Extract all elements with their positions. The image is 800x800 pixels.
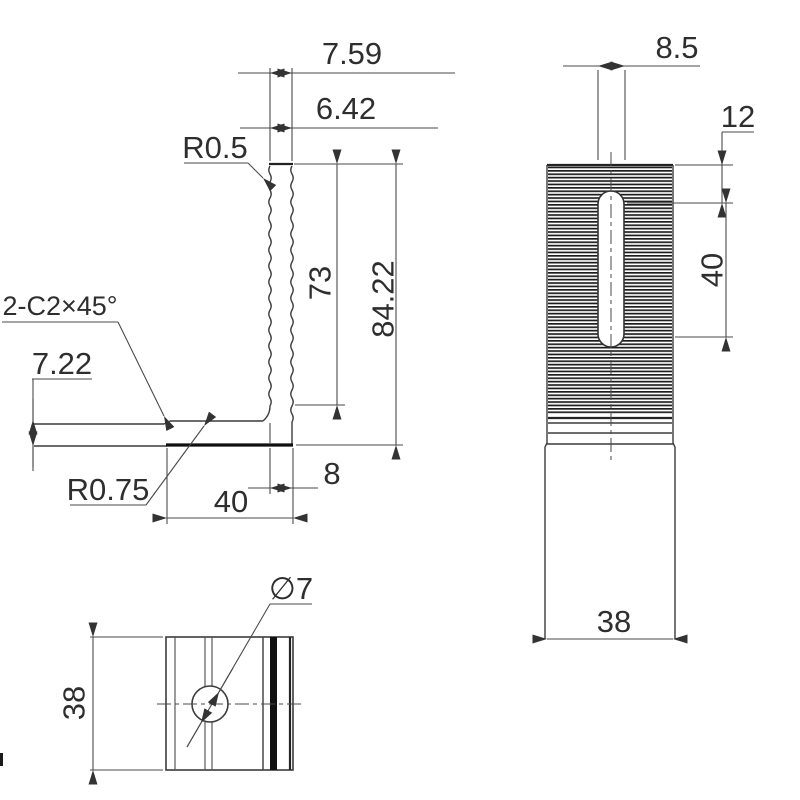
dim-label-serration-radius: R0.5 bbox=[182, 130, 247, 165]
wall-right-serrated-edge bbox=[290, 165, 294, 444]
arrow bbox=[207, 667, 234, 707]
side-view: 7.59 6.42 R0.5 73 84.22 2-C2×45° 7.22 R0… bbox=[2, 36, 455, 524]
dim-label-plate-thickness: 7.22 bbox=[32, 346, 92, 381]
leader-arrow bbox=[117, 321, 175, 432]
front-left-edge bbox=[544, 165, 548, 639]
dim-label-top-width-outer: 7.59 bbox=[322, 36, 382, 71]
dim-label-inner-fillet: R0.75 bbox=[67, 472, 150, 507]
dim-label-overall-height: 84.22 bbox=[366, 260, 401, 338]
scan-edge-artifact bbox=[0, 753, 3, 766]
front-view: 8.5 12 40 38 bbox=[532, 30, 755, 644]
leader-arrow bbox=[247, 162, 277, 192]
top-view: ∅7 38 bbox=[57, 571, 313, 785]
dim-label-slot-length: 40 bbox=[695, 253, 730, 287]
dim-label-slot-top-offset: 12 bbox=[721, 99, 755, 134]
leader-arrow bbox=[145, 411, 217, 506]
dim-label-top-width-inner: 6.42 bbox=[316, 91, 376, 126]
dim-label-hole-diameter: ∅7 bbox=[269, 571, 313, 606]
front-right-edge bbox=[672, 165, 676, 639]
dim-label-foot-length: 40 bbox=[214, 484, 248, 519]
arrow bbox=[186, 708, 213, 748]
dim-label-wall-height: 73 bbox=[303, 266, 338, 300]
dim-label-chamfer-note: 2-C2×45° bbox=[2, 291, 117, 321]
dim-label-overall-width: 38 bbox=[597, 604, 631, 639]
chamfer-edge bbox=[163, 420, 171, 425]
dim-label-slot-width: 8.5 bbox=[655, 30, 698, 65]
dim-label-overall-depth: 38 bbox=[57, 686, 92, 720]
dim-label-wall-bottom-width: 8 bbox=[323, 456, 340, 491]
wall-left-serrated-edge bbox=[262, 165, 272, 422]
